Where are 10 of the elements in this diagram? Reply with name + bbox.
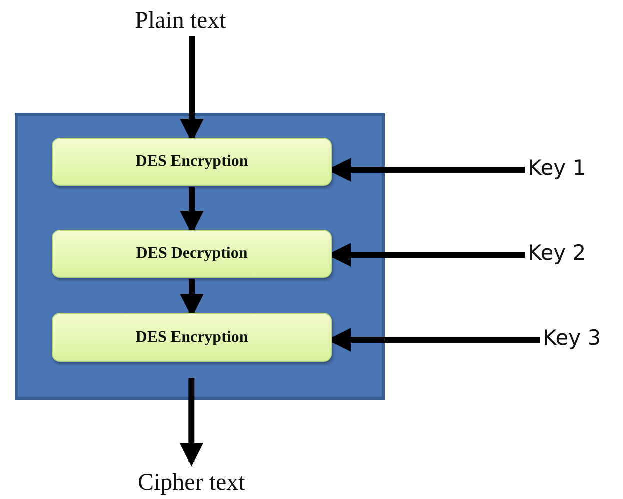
arrow xyxy=(180,378,204,467)
text-label: Cipher text xyxy=(138,470,246,497)
process-box: DES Encryption xyxy=(52,138,332,186)
process-box: DES Encryption xyxy=(52,313,332,362)
container-box xyxy=(15,113,385,400)
key-label: Key 3 xyxy=(543,326,602,350)
key-label: Key 2 xyxy=(528,241,586,265)
key-label: Key 1 xyxy=(528,156,586,180)
text-label: Plain text xyxy=(135,8,226,35)
process-box: DES Decryption xyxy=(52,230,332,278)
